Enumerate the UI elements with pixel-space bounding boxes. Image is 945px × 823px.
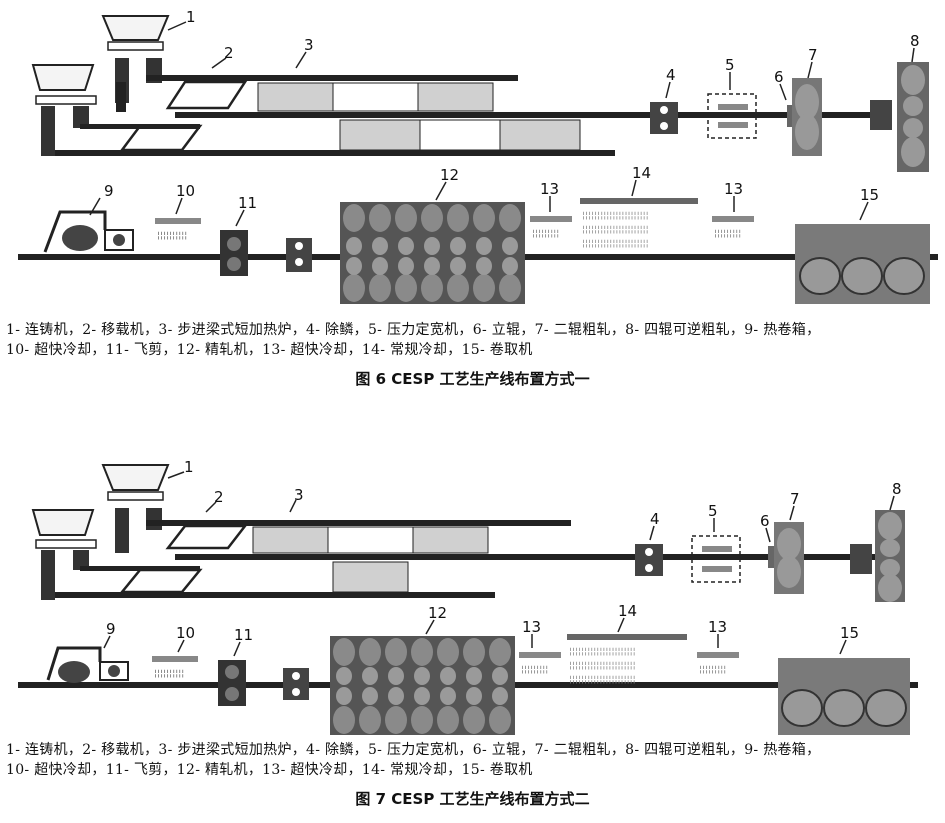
layout-1-diagram: ¦¦¦¦¦¦¦¦¦¦: [18, 8, 938, 304]
callout-13b: 13: [724, 180, 743, 198]
callout-15: 15: [860, 186, 879, 204]
walking-beam-furnace: [252, 526, 489, 593]
transfer-car: [119, 80, 248, 152]
callout-2: 2: [224, 44, 234, 62]
figure-layout-1: ¦¦¦¦¦¦¦¦¦¦: [0, 0, 945, 400]
ultra-fast-cooling: ¦¦¦¦¦¦¦¦¦¦: [155, 218, 201, 241]
svg-text:¦¦¦¦¦¦¦¦¦¦¦¦¦¦¦¦¦¦¦¦¦¦: ¦¦¦¦¦¦¦¦¦¦¦¦¦¦¦¦¦¦¦¦¦¦: [582, 211, 649, 221]
callout-11: 11: [234, 626, 253, 644]
leader-lines: [89, 21, 915, 227]
walking-beam-furnace: [257, 82, 581, 151]
rougher-stands: [787, 78, 822, 156]
descaler: [650, 102, 678, 134]
down-coiler: [778, 658, 910, 735]
finishing-mill: [330, 636, 515, 735]
callout-13b: 13: [708, 618, 727, 636]
callout-numbers: 1 2 3 4 5 6 7 8 9 10 11 12 13 14 13 15: [106, 458, 902, 644]
callout-4: 4: [666, 66, 676, 84]
coil-box: [46, 646, 129, 683]
callout-7: 7: [808, 46, 818, 64]
figure-layout-2: ¦¦¦¦¦¦¦¦¦¦: [0, 410, 945, 823]
callout-5: 5: [725, 56, 735, 74]
svg-text:¦¦¦¦¦¦¦¦¦: ¦¦¦¦¦¦¦¦¦: [532, 229, 559, 239]
callout-10: 10: [176, 182, 195, 200]
callout-13a: 13: [522, 618, 541, 636]
callout-14: 14: [632, 164, 651, 182]
callout-3: 3: [304, 36, 314, 54]
figure-caption: 图 7 CESP 工艺生产线布置方式二: [355, 790, 590, 808]
svg-text:¦¦¦¦¦¦¦¦¦¦¦¦¦¦¦¦¦¦¦¦¦¦: ¦¦¦¦¦¦¦¦¦¦¦¦¦¦¦¦¦¦¦¦¦¦: [569, 647, 636, 657]
svg-text:¦¦¦¦¦¦¦¦¦¦: ¦¦¦¦¦¦¦¦¦¦: [157, 231, 187, 241]
finishing-mill: [340, 202, 525, 304]
four-high-rougher: [870, 62, 929, 172]
callout-5: 5: [708, 502, 718, 520]
layout-2-diagram: ¦¦¦¦¦¦¦¦¦¦: [18, 458, 918, 735]
callout-12: 12: [428, 604, 447, 622]
callout-1: 1: [184, 458, 194, 476]
legend: 1- 连铸机，2- 移载机，3- 步进梁式短加热炉，4- 除鳞，5- 压力定宽机…: [6, 740, 936, 780]
coil-box: [43, 210, 134, 253]
four-high-rougher: [850, 510, 905, 602]
callout-14: 14: [618, 602, 637, 620]
legend-line-2: 10- 超快冷却，11- 飞剪，12- 精轧机，13- 超快冷却，14- 常规冷…: [6, 762, 533, 778]
run-out-cooling: ¦¦¦¦¦¦¦¦¦ ¦¦¦¦¦¦¦¦¦¦¦¦¦¦¦¦¦¦¦¦¦¦ ¦¦¦¦¦¦¦…: [519, 634, 739, 685]
callout-11: 11: [238, 194, 257, 212]
svg-text:¦¦¦¦¦¦¦¦¦: ¦¦¦¦¦¦¦¦¦: [521, 665, 548, 675]
callout-10: 10: [176, 624, 195, 642]
ultra-fast-cooling: ¦¦¦¦¦¦¦¦¦¦: [152, 656, 198, 679]
svg-text:¦¦¦¦¦¦¦¦¦¦¦¦¦¦¦¦¦¦¦¦¦¦: ¦¦¦¦¦¦¦¦¦¦¦¦¦¦¦¦¦¦¦¦¦¦: [569, 675, 636, 685]
svg-text:¦¦¦¦¦¦¦¦¦¦¦¦¦¦¦¦¦¦¦¦¦¦: ¦¦¦¦¦¦¦¦¦¦¦¦¦¦¦¦¦¦¦¦¦¦: [569, 661, 636, 671]
leader-lines: [103, 471, 895, 657]
down-coiler: [795, 224, 930, 304]
transfer-car: [119, 524, 248, 594]
svg-text:¦¦¦¦¦¦¦¦¦: ¦¦¦¦¦¦¦¦¦: [714, 229, 741, 239]
callout-3: 3: [294, 486, 304, 504]
callout-13a: 13: [540, 180, 559, 198]
callout-8: 8: [892, 480, 902, 498]
svg-text:¦¦¦¦¦¦¦¦¦¦¦¦¦¦¦¦¦¦¦¦¦¦: ¦¦¦¦¦¦¦¦¦¦¦¦¦¦¦¦¦¦¦¦¦¦: [582, 239, 649, 249]
svg-text:¦¦¦¦¦¦¦¦¦¦¦¦¦¦¦¦¦¦¦¦¦¦: ¦¦¦¦¦¦¦¦¦¦¦¦¦¦¦¦¦¦¦¦¦¦: [582, 225, 649, 235]
callout-15: 15: [840, 624, 859, 642]
legend: 1- 连铸机，2- 移载机，3- 步进梁式短加热炉，4- 除鳞，5- 压力定宽机…: [6, 320, 936, 360]
callout-7: 7: [790, 490, 800, 508]
callout-2: 2: [214, 488, 224, 506]
callout-9: 9: [106, 620, 116, 638]
callout-numbers: 1 2 3 4 5 6 7 8 9 10 11 12 13 14 13 15: [104, 8, 920, 212]
descaler: [635, 544, 663, 576]
legend-line-1: 1- 连铸机，2- 移载机，3- 步进梁式短加热炉，4- 除鳞，5- 压力定宽机…: [6, 322, 821, 338]
continuous-caster: [31, 15, 170, 156]
flying-shear: [220, 230, 312, 276]
run-out-cooling: ¦¦¦¦¦¦¦¦¦ ¦¦¦¦¦¦¦¦¦¦¦¦¦¦¦¦¦¦¦¦¦¦ ¦¦¦¦¦¦¦…: [530, 198, 754, 249]
furnace-lines: [55, 520, 905, 598]
callout-1: 1: [186, 8, 196, 26]
legend-line-1: 1- 连铸机，2- 移载机，3- 步进梁式短加热炉，4- 除鳞，5- 压力定宽机…: [6, 742, 821, 758]
callout-4: 4: [650, 510, 660, 528]
figure-caption: 图 6 CESP 工艺生产线布置方式一: [355, 370, 590, 388]
callout-6: 6: [760, 512, 770, 530]
callout-8: 8: [910, 32, 920, 50]
continuous-caster: [31, 464, 170, 600]
rougher-stands: [768, 522, 804, 594]
callout-6: 6: [774, 68, 784, 86]
flying-shear: [218, 660, 309, 706]
callout-12: 12: [440, 166, 459, 184]
legend-line-2: 10- 超快冷却，11- 飞剪，12- 精轧机，13- 超快冷却，14- 常规冷…: [6, 342, 533, 358]
svg-text:¦¦¦¦¦¦¦¦¦: ¦¦¦¦¦¦¦¦¦: [699, 665, 726, 675]
callout-9: 9: [104, 182, 114, 200]
sizing-press: [707, 93, 757, 139]
sizing-press: [691, 535, 741, 583]
svg-text:¦¦¦¦¦¦¦¦¦¦: ¦¦¦¦¦¦¦¦¦¦: [154, 669, 184, 679]
